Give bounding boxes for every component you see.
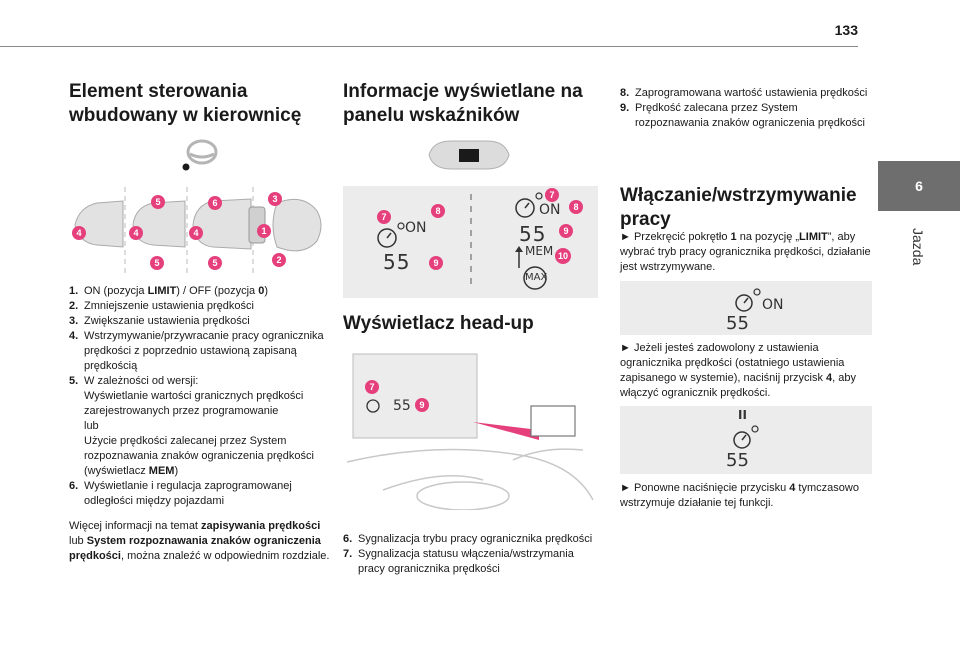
- steering-wheel-icon: [182, 139, 218, 171]
- badge-5: 5: [208, 256, 222, 270]
- speed-value: 55: [726, 450, 749, 471]
- badge-4: 4: [129, 226, 143, 240]
- instrument-panel-icon: [428, 140, 510, 170]
- badge-9: 9: [429, 256, 443, 270]
- list-item: 5.W zależności od wersji:Wyświetlanie wa…: [69, 375, 314, 477]
- display-on-label: ON: [405, 220, 427, 236]
- list-item: 8.Zaprogramowana wartość ustawienia pręd…: [620, 87, 868, 99]
- instruction-2: ► Jeżeli jesteś zadowolony z ustawienia …: [620, 342, 857, 399]
- list-item: 7.Sygnalizacja statusu włączenia/wstrzym…: [343, 548, 574, 575]
- list-item: 6.Sygnalizacja trybu pracy ogranicznika …: [343, 533, 593, 545]
- badge-8: 8: [431, 204, 445, 218]
- top-rule: [0, 46, 858, 47]
- list-item: 3.Zwiększanie ustawienia prędkości: [69, 315, 250, 327]
- chapter-number: 6: [915, 178, 923, 194]
- hud-items: 6.Sygnalizacja trybu pracy ogranicznika …: [343, 532, 598, 577]
- steering-control-illustration: [69, 185, 331, 277]
- badge-10: 10: [555, 248, 571, 264]
- list-item: 6.Wyświetlanie i regulacja zaprogramowan…: [69, 480, 292, 507]
- column-instrument-panel: Informacje wyświetlane na panelu wskaźni…: [343, 80, 600, 128]
- mem-label: MEM: [525, 244, 554, 258]
- max-label: MAX: [525, 272, 548, 283]
- section-title-panel: Informacje wyświetlane na panelu wskaźni…: [343, 81, 583, 126]
- list-item: 1.ON (pozycja LIMIT) / OFF (pozycja 0): [69, 285, 268, 297]
- badge-7: 7: [545, 188, 559, 202]
- badge-9: 9: [559, 224, 573, 238]
- limiter-off-figure: ON 55: [620, 281, 872, 335]
- badge-8: 8: [569, 200, 583, 214]
- badge-7: 7: [365, 380, 379, 394]
- section-title-steering: Element sterowania wbudowany w kierownic…: [69, 81, 302, 126]
- chapter-tab[interactable]: 6: [878, 161, 960, 211]
- badge-4: 4: [189, 226, 203, 240]
- more-info-text: Więcej informacji na temat zapisywania p…: [69, 520, 330, 562]
- instruction-3: ► Ponowne naciśnięcie przycisku 4 tymcza…: [620, 482, 859, 509]
- badge-9: 9: [415, 398, 429, 412]
- badge-5: 5: [150, 256, 164, 270]
- display-speed: 55: [383, 250, 411, 274]
- badge-1: 1: [257, 224, 271, 238]
- page-number: 133: [834, 22, 858, 38]
- chapter-label: Jazda: [910, 228, 926, 266]
- pause-icon: II: [738, 408, 747, 422]
- badge-2: 2: [272, 253, 286, 267]
- on-label: ON: [762, 297, 784, 313]
- list-item: 2.Zmniejszenie ustawienia prędkości: [69, 300, 254, 312]
- column-steering-control: Element sterowania wbudowany w kierownic…: [69, 80, 331, 128]
- speed-value: 55: [726, 313, 749, 334]
- display-speed-right: 55: [519, 222, 547, 246]
- badge-3: 3: [268, 192, 282, 206]
- display-on-label-right: ON: [539, 202, 561, 218]
- legend-items: 8.Zaprogramowana wartość ustawienia pręd…: [620, 86, 873, 131]
- badge-7: 7: [377, 210, 391, 224]
- limiter-paused-figure: II 55: [620, 406, 872, 474]
- head-up-display-figure: 55 7 9: [343, 350, 598, 510]
- hud-speed: 55: [393, 398, 411, 414]
- section-title-hud: Wyświetlacz head-up: [343, 313, 534, 334]
- instruction-1: ► Przekręcić pokrętło 1 na pozycję „LIMI…: [620, 231, 871, 273]
- steering-items: 1.ON (pozycja LIMIT) / OFF (pozycja 0) 2…: [69, 284, 331, 564]
- badge-4: 4: [72, 226, 86, 240]
- badge-6: 6: [208, 196, 222, 210]
- badge-5: 5: [151, 195, 165, 209]
- list-item: 4.Wstrzymywanie/przywracanie pracy ogran…: [69, 330, 324, 372]
- list-item: 9.Prędkość zalecana przez System rozpozn…: [620, 102, 865, 129]
- section-title-activation: Włączanie/wstrzymywanie pracy: [620, 185, 857, 230]
- instrument-panel-figure: ON 55 ON 55 MEM MAX 7 8 9 7 8 9 10: [343, 186, 598, 298]
